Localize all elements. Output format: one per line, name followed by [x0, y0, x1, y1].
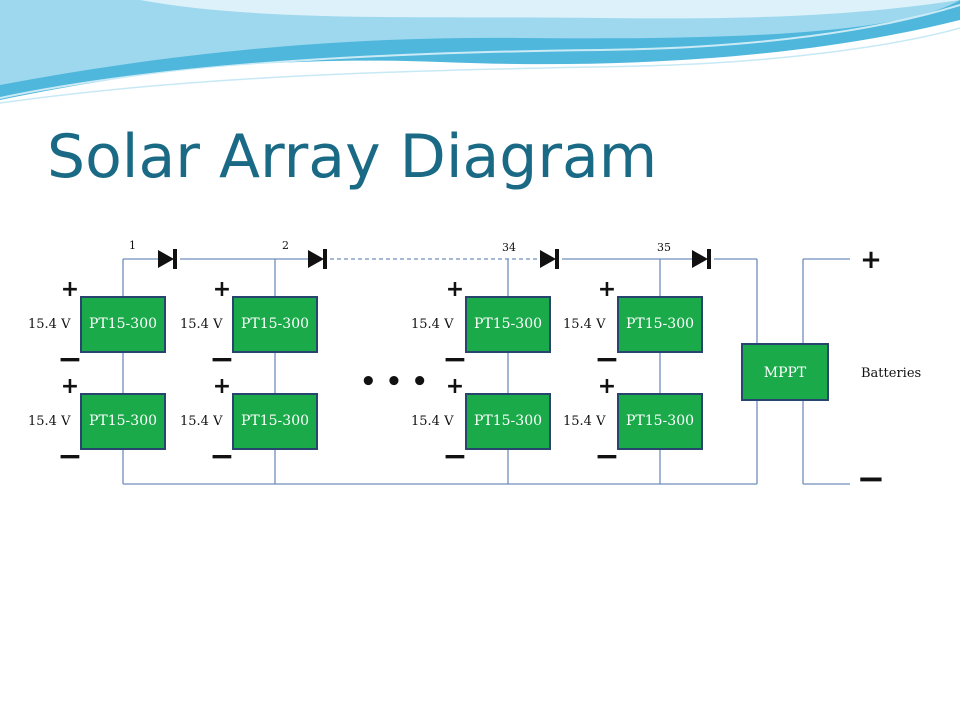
solar-panel-2-1: PT15-300 15.4 V + −: [180, 277, 318, 377]
plus-sign: +: [61, 374, 79, 399]
plus-sign: +: [598, 374, 616, 399]
plus-sign: +: [61, 277, 79, 302]
plus-sign: +: [446, 374, 464, 399]
mppt-box: [741, 343, 829, 401]
string-number-35: 35: [657, 241, 671, 254]
string-numbers: 1 2 34 35: [129, 239, 671, 254]
panel-label: PT15-300: [89, 413, 157, 429]
plus-sign: +: [598, 277, 616, 302]
page-title: Solar Array Diagram: [47, 122, 657, 192]
minus-sign: −: [594, 439, 619, 474]
voltage-label: 15.4 V: [411, 317, 454, 332]
panel-box: [80, 393, 166, 450]
diode-icon: [308, 249, 327, 269]
panel-label: PT15-300: [626, 316, 694, 332]
minus-sign: −: [209, 439, 234, 474]
solar-panel-2-2: PT15-300 15.4 V + −: [180, 374, 318, 474]
string-number-34: 34: [502, 241, 516, 254]
minus-sign: −: [442, 342, 467, 377]
panel-box: [232, 296, 318, 353]
panel-box: [617, 393, 703, 450]
panel-label: PT15-300: [241, 413, 309, 429]
solar-panel-1-1: PT15-300 15.4 V + −: [28, 277, 166, 377]
solar-panel-4-2: PT15-300 15.4 V + −: [563, 374, 703, 474]
diode-icon: [692, 249, 711, 269]
solar-panel-1-2: PT15-300 15.4 V + −: [28, 374, 166, 474]
diode-icon: [158, 249, 177, 269]
voltage-label: 15.4 V: [563, 414, 606, 429]
battery-plus-sign: +: [860, 245, 882, 275]
string-number-1: 1: [129, 239, 136, 252]
minus-sign: −: [442, 439, 467, 474]
voltage-label: 15.4 V: [28, 414, 71, 429]
panel-box: [465, 393, 551, 450]
panel-label: PT15-300: [89, 316, 157, 332]
mppt-label: MPPT: [764, 365, 807, 381]
voltage-label: 15.4 V: [563, 317, 606, 332]
panel-label: PT15-300: [474, 316, 542, 332]
minus-sign: −: [209, 342, 234, 377]
diodes: [158, 249, 711, 269]
panel-box: [80, 296, 166, 353]
panel-label: PT15-300: [241, 316, 309, 332]
diode-icon: [540, 249, 559, 269]
solar-panel-3-2: PT15-300 15.4 V + −: [411, 374, 551, 474]
panel-box: [465, 296, 551, 353]
string-number-2: 2: [282, 239, 289, 252]
header-wave: [0, 0, 960, 104]
ellipsis-dots: • • •: [360, 367, 428, 397]
minus-sign: −: [57, 439, 82, 474]
solar-panel-3-1: PT15-300 15.4 V + −: [411, 277, 551, 377]
panel-label: PT15-300: [474, 413, 542, 429]
minus-sign: −: [594, 342, 619, 377]
solar-panel-4-1: PT15-300 15.4 V + −: [563, 277, 703, 377]
voltage-label: 15.4 V: [180, 317, 223, 332]
voltage-label: 15.4 V: [28, 317, 71, 332]
wiring: [122, 258, 850, 485]
plus-sign: +: [213, 374, 231, 399]
batteries-label: Batteries: [861, 366, 921, 381]
voltage-label: 15.4 V: [411, 414, 454, 429]
panel-box: [617, 296, 703, 353]
plus-sign: +: [446, 277, 464, 302]
battery-minus-sign: −: [857, 459, 886, 499]
panel-label: PT15-300: [626, 413, 694, 429]
plus-sign: +: [213, 277, 231, 302]
minus-sign: −: [57, 342, 82, 377]
voltage-label: 15.4 V: [180, 414, 223, 429]
panel-box: [232, 393, 318, 450]
